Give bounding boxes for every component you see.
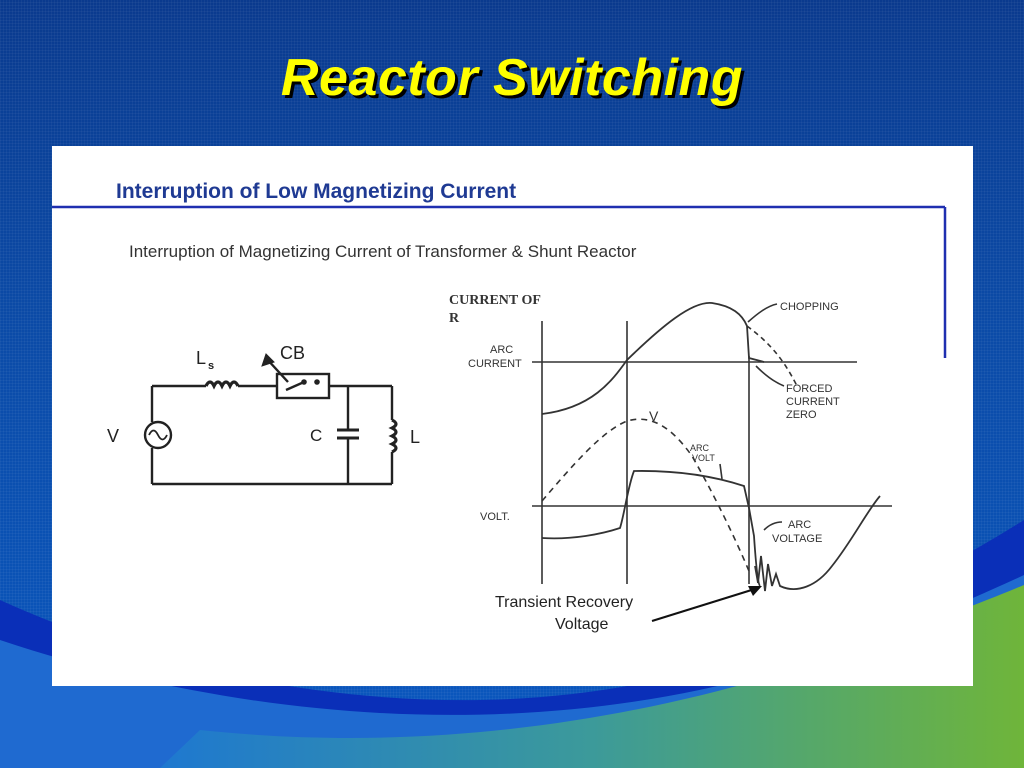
forced-zero-line2: CURRENT [786, 396, 840, 408]
figure-subtitle: Interruption of Magnetizing Current of T… [129, 242, 637, 261]
figure-drawing: Interruption of Low Magnetizing Current … [52, 180, 947, 633]
current-heading-line2: R [449, 311, 460, 326]
breaker-contact [285, 380, 305, 392]
trv-label-line1: Transient Recovery [495, 594, 633, 611]
capacitor-label: C [310, 426, 322, 445]
series-inductor-subscript: s [208, 360, 214, 372]
circuit-diagram [143, 353, 398, 486]
forced-current-zero [746, 325, 765, 363]
ac-source-symbol [143, 420, 173, 450]
series-inductor-symbol [204, 380, 240, 390]
v-label: V [649, 408, 659, 424]
reactor-label: L [410, 427, 420, 447]
trv-label-line2: Voltage [555, 616, 608, 633]
arc-voltage-line1: ARC [788, 519, 811, 531]
current-waveform [541, 302, 748, 415]
chopped-current-dashed [746, 325, 798, 387]
arc-volt-line2: VOLT [692, 453, 715, 463]
chopping-label: CHOPPING [780, 301, 839, 313]
series-inductor-label: L [196, 348, 206, 368]
volt-label: VOLT. [480, 511, 510, 523]
forced-zero-line1: FORCED [786, 383, 833, 395]
recovery-voltage-waveform [754, 495, 881, 592]
figure-heading: Interruption of Low Magnetizing Current [116, 180, 516, 203]
arc-voltage-waveform [541, 470, 761, 587]
arc-current-line1: ARC [490, 344, 513, 356]
breaker-label: CB [280, 343, 305, 363]
reactor-symbol [388, 418, 398, 454]
arc-volt-line1: ARC [690, 443, 710, 453]
arc-volt-leader [719, 463, 723, 480]
arc-current-line2: CURRENT [468, 358, 522, 370]
source-label: V [107, 426, 119, 446]
source-voltage-dashed [541, 418, 750, 572]
slide-title: Reactor Switching [280, 49, 744, 107]
forced-zero-leader [755, 365, 785, 387]
current-heading-line1: CURRENT OF [449, 293, 541, 308]
trv-arrow [651, 586, 759, 623]
trv-arrowhead [748, 586, 762, 596]
forced-zero-line3: ZERO [786, 409, 817, 421]
sine-icon [148, 429, 168, 441]
waveform-plot [532, 302, 892, 592]
arc-voltage-leader [763, 521, 783, 531]
figure-panel: Interruption of Low Magnetizing Current … [52, 146, 973, 686]
arc-voltage-line2: VOLTAGE [772, 533, 822, 545]
chopping-leader [747, 303, 778, 323]
